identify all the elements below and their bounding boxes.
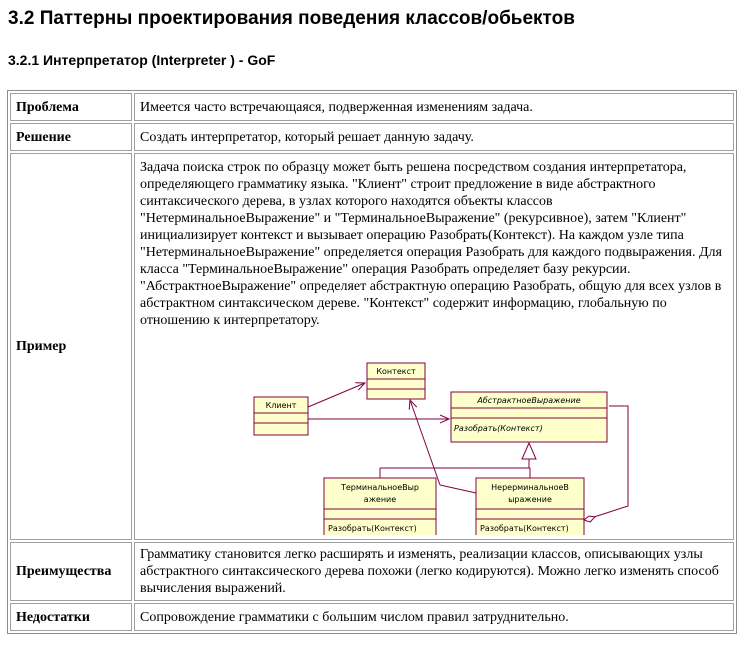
class-terminal-name-1: ТерминальноеВыр	[340, 483, 419, 492]
class-client: Клиент	[253, 396, 309, 436]
assoc-client-context	[307, 383, 365, 408]
row-solution: Решение Создать интерпретатор, который р…	[10, 123, 734, 151]
class-terminal-expression: ТерминальноеВыр ажение Разобрать(Контекс…	[323, 477, 437, 535]
label-advantages: Преимущества	[10, 542, 132, 601]
text-disadvantages: Сопровождение грамматики с большим число…	[134, 603, 734, 631]
class-nonterminal-name-2: ыражение	[508, 495, 552, 504]
class-terminal-name-2: ажение	[364, 495, 396, 504]
text-problem: Имеется часто встречающаяся, подверженна…	[134, 93, 734, 121]
uml-class-diagram: Контекст Клиент АбстрактноеВыр	[253, 362, 629, 535]
class-abstract-name: АбстрактноеВыражение	[476, 396, 580, 405]
class-abstract-expression: АбстрактноеВыражение Разобрать(Контекст)	[450, 391, 608, 443]
text-solution: Создать интерпретатор, который решает да…	[134, 123, 734, 151]
class-context-name: Контекст	[376, 367, 416, 376]
class-nonterminal-op: Разобрать(Контекст)	[480, 524, 569, 533]
row-advantages: Преимущества Грамматику становится легко…	[10, 542, 734, 601]
text-advantages: Грамматику становится легко расширять и …	[134, 542, 734, 601]
label-disadvantages: Недостатки	[10, 603, 132, 631]
class-context: Контекст	[366, 362, 426, 400]
row-problem: Проблема Имеется часто встречающаяся, по…	[10, 93, 734, 121]
aggregation-nonterminal-abstract	[582, 405, 629, 523]
assoc-nonterminal-context	[439, 484, 477, 494]
example-cell: Задача поиска строк по образцу может быт…	[134, 153, 734, 540]
inheritance-hierarchy	[379, 441, 537, 478]
class-abstract-op: Разобрать(Контекст)	[454, 424, 543, 433]
class-client-name: Клиент	[266, 401, 297, 410]
label-example: Пример	[10, 153, 132, 540]
subsection-heading: 3.2.1 Интерпретатор (Interpreter ) - GoF	[8, 52, 276, 68]
row-example: Пример Задача поиска строк по образцу мо…	[10, 153, 734, 540]
section-heading: 3.2 Паттерны проектирования поведения кл…	[8, 8, 575, 29]
row-disadvantages: Недостатки Сопровождение грамматики с бо…	[10, 603, 734, 631]
class-nonterminal-name-1: НерерминальноеВ	[491, 483, 569, 492]
class-terminal-op: Разобрать(Контекст)	[328, 524, 417, 533]
assoc-nonterminal-context-2	[410, 400, 441, 486]
pattern-table: Проблема Имеется часто встречающаяся, по…	[7, 90, 737, 634]
label-problem: Проблема	[10, 93, 132, 121]
label-solution: Решение	[10, 123, 132, 151]
class-nonterminal-expression: НерерминальноеВ ыражение Разобрать(Конте…	[475, 477, 585, 535]
text-example: Задача поиска строк по образцу может быт…	[140, 160, 722, 328]
